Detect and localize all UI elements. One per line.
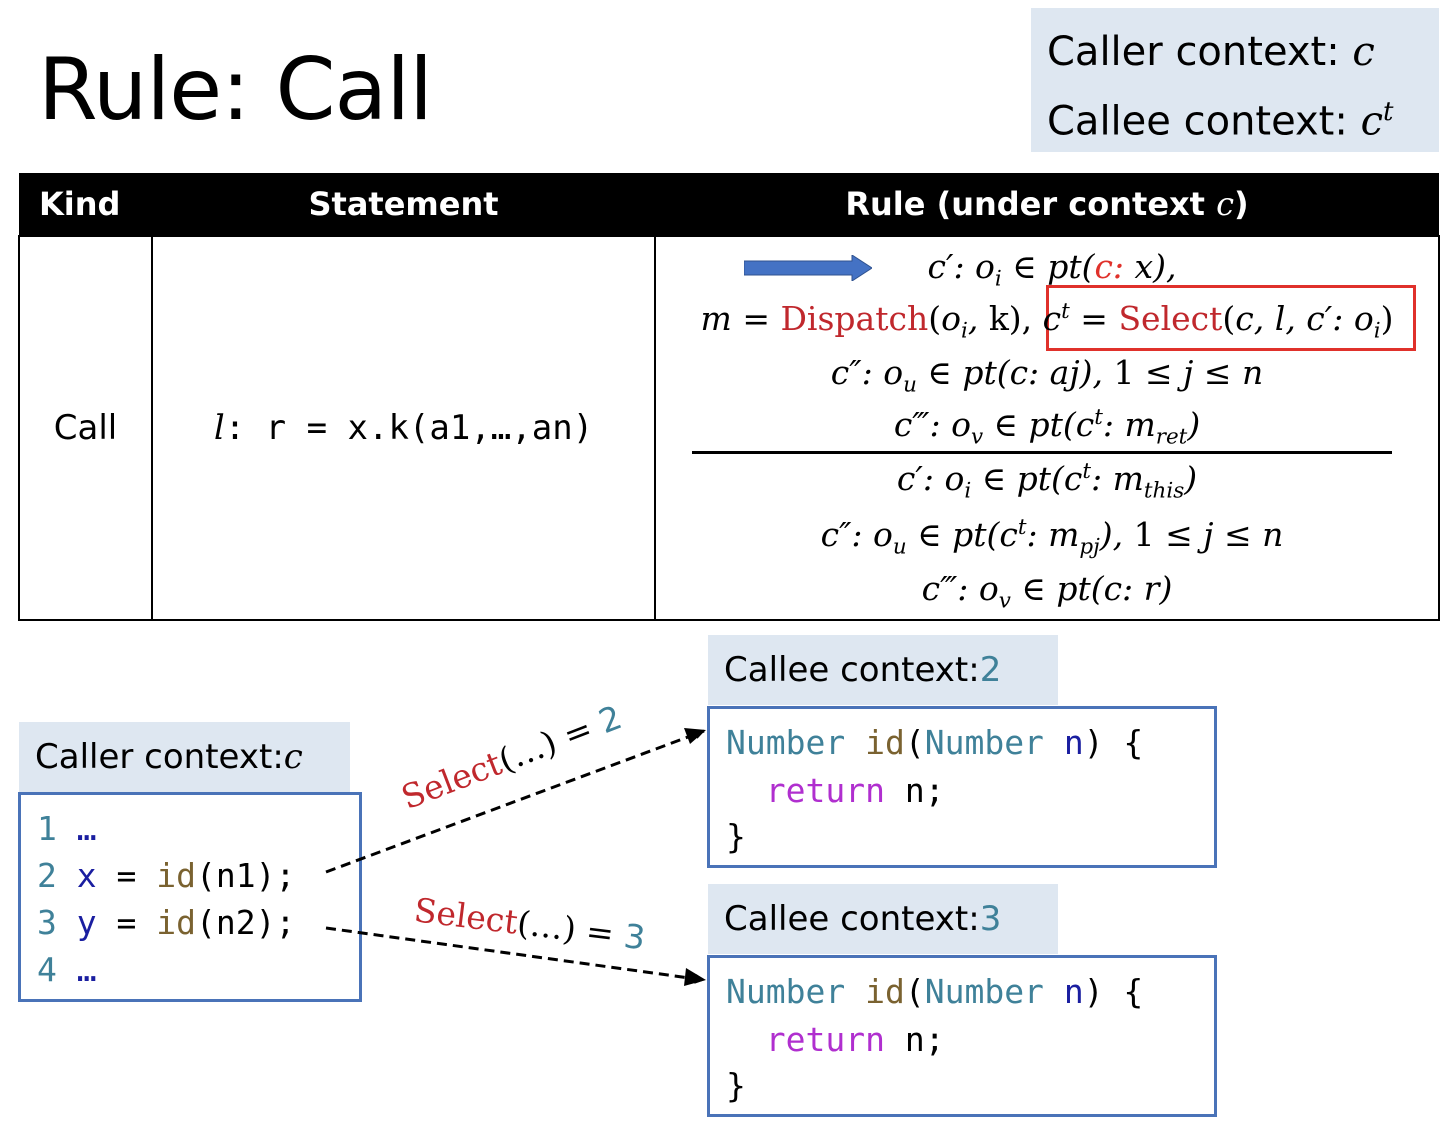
callee-context-label: Callee context: [1047, 98, 1361, 145]
line-text: … [76, 950, 97, 989]
dispatch-word: Dispatch [780, 299, 929, 338]
select-highlight-box [1046, 285, 1416, 351]
line-var: x [76, 856, 97, 895]
code-line-4: 4 … [37, 950, 97, 989]
line-number: 4 [37, 950, 57, 989]
rule-table: Kind Statement Rule (under context c) Ca… [18, 173, 1440, 621]
premise-1: c′: oi ∈ pt(c: x), [927, 247, 1177, 292]
callee-context-var: c [1360, 98, 1383, 145]
callee-context-sup: t [1382, 97, 1394, 127]
line-text: … [76, 809, 97, 848]
return-type: Number [726, 723, 846, 762]
callee-code-line-3: } [726, 817, 746, 856]
table-row: Call l: r = x.k(a1,…,an) c′: oi ∈ pt(c: … [18, 235, 1440, 621]
header-rule-var: c [1216, 185, 1235, 223]
premise-4: c‴: ov ∈ pt(ct: mret) [893, 405, 1201, 450]
code-line-2: 2 x = id(n1); [37, 856, 295, 895]
callee-label-value: 2 [979, 650, 1002, 690]
right-arrow-icon [744, 255, 872, 281]
line-number: 3 [37, 903, 57, 942]
header-statement: Statement [152, 173, 655, 236]
header-kind: Kind [19, 173, 152, 236]
arrowhead-icon-2 [684, 968, 706, 986]
return-keyword: return [765, 1020, 885, 1059]
line-op: = [96, 903, 157, 942]
caller-label-text: Caller context: [35, 737, 284, 777]
callee-label-text: Callee context: [724, 899, 980, 939]
return-type: Number [726, 972, 846, 1011]
line-fn: id [156, 856, 196, 895]
param-type: Number [924, 723, 1044, 762]
callee-code-line-2: return n; [726, 771, 945, 810]
arrowhead-icon-1 [684, 728, 706, 744]
line-number: 1 [37, 809, 57, 848]
line-args: (n1); [195, 856, 296, 895]
line-op: = [96, 856, 157, 895]
code-line-3: 3 y = id(n2); [37, 903, 295, 942]
line-args: (n2); [195, 903, 296, 942]
code-tail: ) { [1083, 723, 1144, 762]
code-line-1: 1 … [37, 809, 97, 848]
caller-context-legend: Caller context: c [1047, 22, 1439, 82]
callee-code-line-2: return n; [726, 1020, 945, 1059]
param-name: n [1063, 723, 1084, 762]
callee-label-value: 3 [979, 899, 1002, 939]
rule-formula: c′: oi ∈ pt(c: x), m = Dispatch(oi, k), … [656, 237, 1438, 619]
return-keyword: return [765, 771, 885, 810]
param-type: Number [924, 972, 1044, 1011]
header-rule-text: Rule (under context [845, 185, 1217, 223]
context-legend: Caller context: c Callee context: ct [1031, 8, 1439, 152]
callee-code-line-3: } [726, 1066, 746, 1105]
caller-label-var: c [283, 737, 303, 777]
kind-cell: Call [18, 235, 153, 621]
callee-code-line-1: Number id(Number n) { [726, 972, 1144, 1011]
code-tail: ) { [1083, 972, 1144, 1011]
callee-context-legend: Callee context: ct [1047, 82, 1439, 151]
callee-code-line-1: Number id(Number n) { [726, 723, 1144, 762]
select-args: (…) [515, 902, 579, 949]
callee-context-label-box-1: Callee context: 2 [708, 635, 1058, 705]
dashed-arrow-1 [325, 729, 705, 874]
caller-context-var: c [1352, 29, 1375, 75]
select-word: Select [1118, 299, 1223, 338]
return-value: n; [884, 1020, 945, 1059]
conclusion-2: c″: ou ∈ pt(ct: mpj), 1 ≤ j ≤ n [820, 515, 1284, 560]
conclusion-1: c′: oi ∈ pt(ct: mthis) [896, 459, 1198, 504]
caller-context-label-box: Caller context: c [19, 722, 350, 792]
statement-cell: l: r = x.k(a1,…,an) [151, 235, 656, 621]
conclusion-3: c‴: ov ∈ pt(c: r) [921, 569, 1173, 614]
callee-label-text: Callee context: [724, 650, 980, 690]
param-name: n [1063, 972, 1084, 1011]
select-eq: = [573, 910, 627, 955]
function-name: id [865, 972, 905, 1011]
callee-code-box-2: Number id(Number n) { return n; } [707, 955, 1217, 1117]
return-value: n; [884, 771, 945, 810]
premise-2: m = Dispatch(oi, k), ct = Select(c, l, c… [700, 299, 1394, 344]
statement-label: l [213, 408, 225, 448]
caller-context-label: Caller context: [1047, 29, 1353, 75]
page-title: Rule: Call [38, 40, 433, 140]
line-number: 2 [37, 856, 57, 895]
function-name: id [865, 723, 905, 762]
callee-context-label-box-2: Callee context: 3 [708, 884, 1058, 954]
rule-cell: c′: oi ∈ pt(c: x), m = Dispatch(oi, k), … [654, 235, 1440, 621]
inference-line [692, 451, 1392, 454]
table-header-row: Kind Statement Rule (under context c) [19, 173, 1439, 236]
line-var: y [76, 903, 97, 942]
statement-text: : r = x.k(a1,…,an) [224, 408, 594, 448]
line-fn: id [156, 903, 196, 942]
header-rule: Rule (under context c) [655, 173, 1439, 236]
callee-code-box-1: Number id(Number n) { return n; } [707, 706, 1217, 868]
caller-code-box: 1 … 2 x = id(n1); 3 y = id(n2); 4 … [18, 792, 362, 1002]
premise-3: c″: ou ∈ pt(c: aj), 1 ≤ j ≤ n [830, 353, 1264, 398]
header-rule-suffix: ) [1234, 185, 1249, 223]
